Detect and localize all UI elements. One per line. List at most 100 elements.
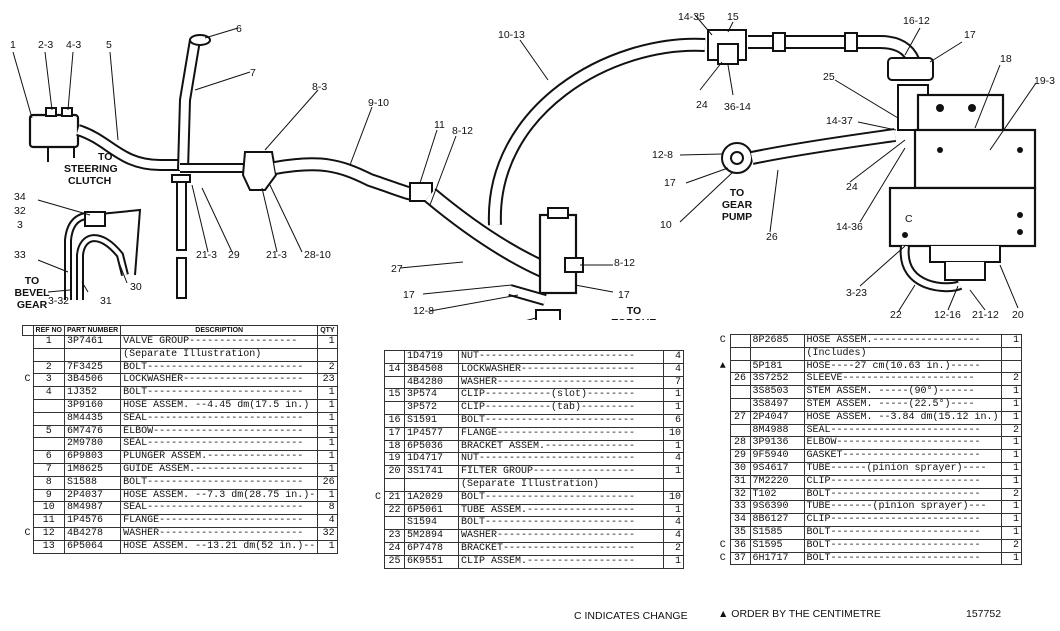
description: STEM ASSEM. -----(22.5°)----: [803, 397, 1002, 412]
quantity: 1: [1001, 500, 1022, 515]
description: FILTER GROUP-----------------: [458, 465, 664, 479]
ref-number: [32, 398, 65, 413]
ref-number: 24: [384, 541, 405, 556]
change-marker: C: [719, 335, 726, 346]
change-marker: [23, 438, 34, 451]
part-number: 3P9136: [749, 436, 805, 451]
ref-number: 21: [384, 490, 405, 505]
callout-label: C: [905, 213, 913, 225]
callout-label: 22: [890, 309, 902, 320]
description: HOSE ASSEM. --4.45 dm(17.5 in.): [120, 398, 319, 413]
callout-label: 32: [14, 205, 26, 217]
quantity: 6: [663, 413, 684, 428]
callout-label: 18: [1000, 53, 1012, 65]
description: BRACKET----------------------: [458, 541, 664, 556]
callout-label: 3: [17, 219, 23, 231]
illustration-number: 157752: [966, 608, 1002, 620]
callout-label: 11: [434, 119, 445, 131]
description: TUBE ASSEM.------------------: [458, 503, 664, 518]
part-number: [749, 346, 805, 361]
quantity: 1: [1001, 525, 1022, 540]
ref-number: 12: [32, 526, 65, 541]
quantity: 10: [663, 426, 684, 441]
part-number: 7F3425: [63, 360, 122, 375]
quantity: 1: [1001, 461, 1022, 476]
callout-label: 20: [1012, 309, 1024, 320]
description: BRACKET ASSEM.---------------: [458, 439, 664, 454]
ref-number: 23: [384, 529, 405, 543]
note-line: TORQUE: [612, 317, 657, 320]
flange-elbow: [241, 151, 278, 191]
description: (Includes): [803, 346, 1002, 361]
callout-label: 5: [106, 39, 112, 51]
description: SEAL-------------------------: [803, 423, 1002, 438]
change-marker: [716, 437, 730, 450]
change-note: C INDICATES CHANGE: [574, 610, 688, 622]
description: HOSE ASSEM.------------------: [803, 334, 1002, 348]
change-marker: [716, 501, 730, 514]
change-marker: [23, 463, 34, 476]
ref-number: [384, 401, 405, 415]
ref-number: 3: [32, 373, 65, 388]
quantity: 4: [663, 452, 684, 467]
description: STEM ASSEM. -----(90°)------: [803, 385, 1002, 399]
quantity: 1: [1001, 397, 1022, 412]
description: NUT--------------------------: [458, 452, 664, 467]
change-marker: [23, 451, 34, 464]
callout-label: 17: [618, 289, 630, 301]
change-marker: [716, 514, 730, 527]
part-number: 8M4988: [749, 423, 805, 438]
description: TUBE-------(pinion sprayer)---: [803, 500, 1002, 515]
quantity: 1: [663, 503, 684, 518]
part-number: S1595: [749, 538, 805, 553]
callout-label: 10-13: [498, 29, 525, 41]
part-number: 6P7478: [404, 541, 459, 556]
change-marker: C: [24, 374, 31, 386]
description: GASKET-----------------------: [803, 449, 1002, 463]
change-marker: [372, 351, 385, 364]
change-marker: [716, 462, 730, 475]
change-marker: [23, 515, 34, 528]
description: GUIDE ASSEM.------------------: [120, 462, 319, 477]
part-number: 6K9551: [404, 554, 459, 569]
table-row: (Separate Illustration): [372, 477, 684, 492]
part-number: 1J352: [63, 386, 122, 400]
quantity: 1: [317, 539, 338, 554]
description: BOLT-------------------------: [458, 516, 664, 531]
part-number: 3P572: [404, 401, 459, 415]
part-number: 1A2029: [404, 490, 459, 505]
callout-label: 36-14: [724, 101, 751, 113]
ref-number: [729, 397, 751, 412]
part-number: 1P4577: [404, 426, 459, 441]
part-number: 1P4576: [63, 514, 122, 528]
header-part: PART NUMBER: [63, 325, 122, 336]
header-description: DESCRIPTION: [120, 325, 319, 336]
change-marker: C: [374, 491, 381, 503]
callout-label: 34: [14, 191, 26, 203]
ref-number: [729, 334, 751, 348]
part-number: S1585: [749, 525, 805, 540]
ref-number: 17: [384, 426, 405, 441]
description: PLUNGER ASSEM.----------------: [120, 450, 319, 464]
quantity: 1: [1001, 410, 1022, 425]
quantity: 1: [317, 488, 338, 503]
change-marker: [372, 517, 385, 530]
ref-number: 19: [384, 452, 405, 467]
change-marker: [716, 386, 730, 399]
ref-number: 16: [384, 413, 405, 428]
ref-number: [729, 359, 751, 374]
ref-number: 4: [32, 386, 65, 400]
